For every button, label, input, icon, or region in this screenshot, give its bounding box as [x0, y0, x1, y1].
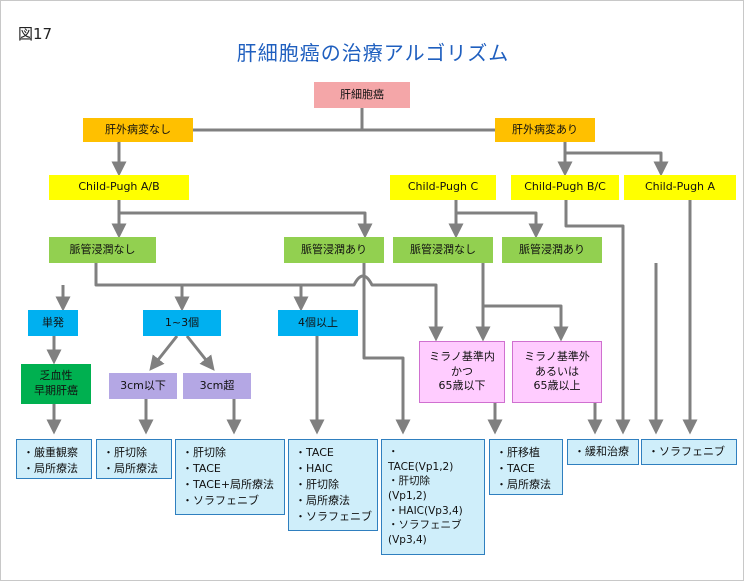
treatment-item: ・HAIC(Vp3,4) — [388, 504, 463, 517]
diagram-title: 肝細胞癌の治療アルゴリズム — [236, 41, 510, 65]
node-vascular-inv-yes-1: 脈管浸潤あり — [284, 237, 384, 263]
node-no-extrahepatic: 肝外病変なし — [83, 118, 193, 142]
treatment-item: ・TACE — [295, 446, 334, 459]
treatment-item: ・ — [388, 446, 399, 458]
treatment-item: ・TACE — [182, 461, 221, 475]
treatment-item: ・ソラフェニブ — [182, 493, 259, 507]
milan-within-line1: ミラノ基準内 — [429, 349, 495, 363]
treatment-box-6: ・肝移植 ・TACE ・局所療法 — [489, 439, 563, 495]
treatment-item: ・局所療法 — [23, 461, 78, 475]
treatment-box-1: ・厳重観察 ・局所療法 — [16, 439, 92, 479]
treatment-item: ・局所療法 — [496, 477, 551, 491]
hypovascular-line1: 乏血性 — [39, 369, 73, 383]
arrow-yesext-childa — [565, 151, 669, 177]
node-yes-extrahepatic: 肝外病変あり — [495, 118, 595, 142]
treatment-item: ・HAIC — [295, 461, 333, 475]
treatment-item: ・TACE — [496, 461, 535, 475]
node-vascular-inv-none-2: 脈管浸潤なし — [393, 237, 493, 263]
milan-outside-line1: ミラノ基準外 — [524, 349, 590, 363]
treatment-item: ・肝切除 — [295, 477, 339, 491]
node-milan-within: ミラノ基準内 かつ 65歳以下 — [419, 341, 505, 403]
node-1-3: 1~3個 — [143, 310, 221, 336]
node-hypovascular: 乏血性 早期肝癌 — [21, 364, 91, 404]
treatment-item: ・肝切除 — [182, 446, 226, 459]
node-3cm-or-less: 3cm以下 — [109, 373, 177, 399]
arrow-childbc-t7 — [564, 200, 631, 435]
arrow-childab-viyes — [119, 211, 373, 239]
node-vascular-inv-yes-2: 脈管浸潤あり — [502, 237, 602, 263]
treatment-box-2: ・肝切除 ・局所療法 — [96, 439, 172, 479]
treatment-item: (Vp1,2) — [388, 490, 427, 503]
arrow-13-le3 — [149, 335, 179, 371]
node-over-3cm: 3cm超 — [183, 373, 251, 399]
node-hcc: 肝細胞癌 — [314, 82, 410, 108]
node-child-pugh-c: Child-Pugh C — [390, 175, 496, 200]
treatment-item: ・局所療法 — [103, 461, 158, 475]
treatment-item: ・肝切除 — [388, 475, 430, 488]
milan-within-line2: かつ — [451, 364, 473, 378]
treatment-item: ・ソラフェニブ — [388, 519, 462, 532]
treatment-box-5: ・ TACE(Vp1,2) ・肝切除 (Vp1,2) ・HAIC(Vp3,4) … — [381, 439, 485, 555]
hypovascular-line2: 早期肝癌 — [34, 384, 78, 397]
arrow-13-gt3 — [185, 335, 215, 371]
treatment-item: (Vp3,4) — [388, 534, 427, 547]
arrow-vino2-milanout — [483, 304, 569, 342]
node-vascular-inv-none-1: 脈管浸潤なし — [49, 237, 156, 263]
treatment-item: ・局所療法 — [295, 493, 350, 507]
milan-outside-line3: 65歳以上 — [533, 379, 581, 393]
treatment-item: ・肝移植 — [496, 446, 540, 459]
milan-within-line3: 65歳以下 — [438, 379, 486, 393]
treatment-box-7: ・緩和治療 — [567, 439, 639, 465]
treatment-box-3: ・肝切除 ・TACE ・TACE+局所療法 ・ソラフェニブ — [175, 439, 285, 515]
treatment-item: TACE(Vp1,2) — [388, 460, 454, 473]
arrow-viyes-t5 — [362, 263, 411, 435]
node-child-pugh-a: Child-Pugh A — [624, 175, 736, 200]
figure-label: 図17 — [18, 25, 53, 43]
milan-outside-line2: あるいは — [535, 364, 579, 378]
node-child-pugh-bc: Child-Pugh B/C — [511, 175, 619, 200]
arrow-childc-viyes — [456, 211, 544, 239]
treatment-item: ・緩和治療 — [574, 445, 629, 458]
treatment-box-8: ・ソラフェニブ — [641, 439, 737, 465]
treatment-item: ・TACE+局所療法 — [182, 477, 275, 491]
node-4-or-more: 4個以上 — [278, 310, 358, 336]
node-milan-outside: ミラノ基準外 あるいは 65歳以上 — [512, 341, 602, 403]
treatment-item: ・ソラフェニブ — [648, 445, 725, 458]
treatment-item: ・ソラフェニブ — [295, 509, 372, 523]
node-child-pugh-ab: Child-Pugh A/B — [49, 175, 189, 200]
treatment-item: ・肝切除 — [103, 446, 147, 459]
treatment-box-4: ・TACE ・HAIC ・肝切除 ・局所療法 ・ソラフェニブ — [288, 439, 378, 531]
node-single: 単発 — [28, 310, 78, 336]
treatment-item: ・厳重観察 — [23, 446, 78, 459]
